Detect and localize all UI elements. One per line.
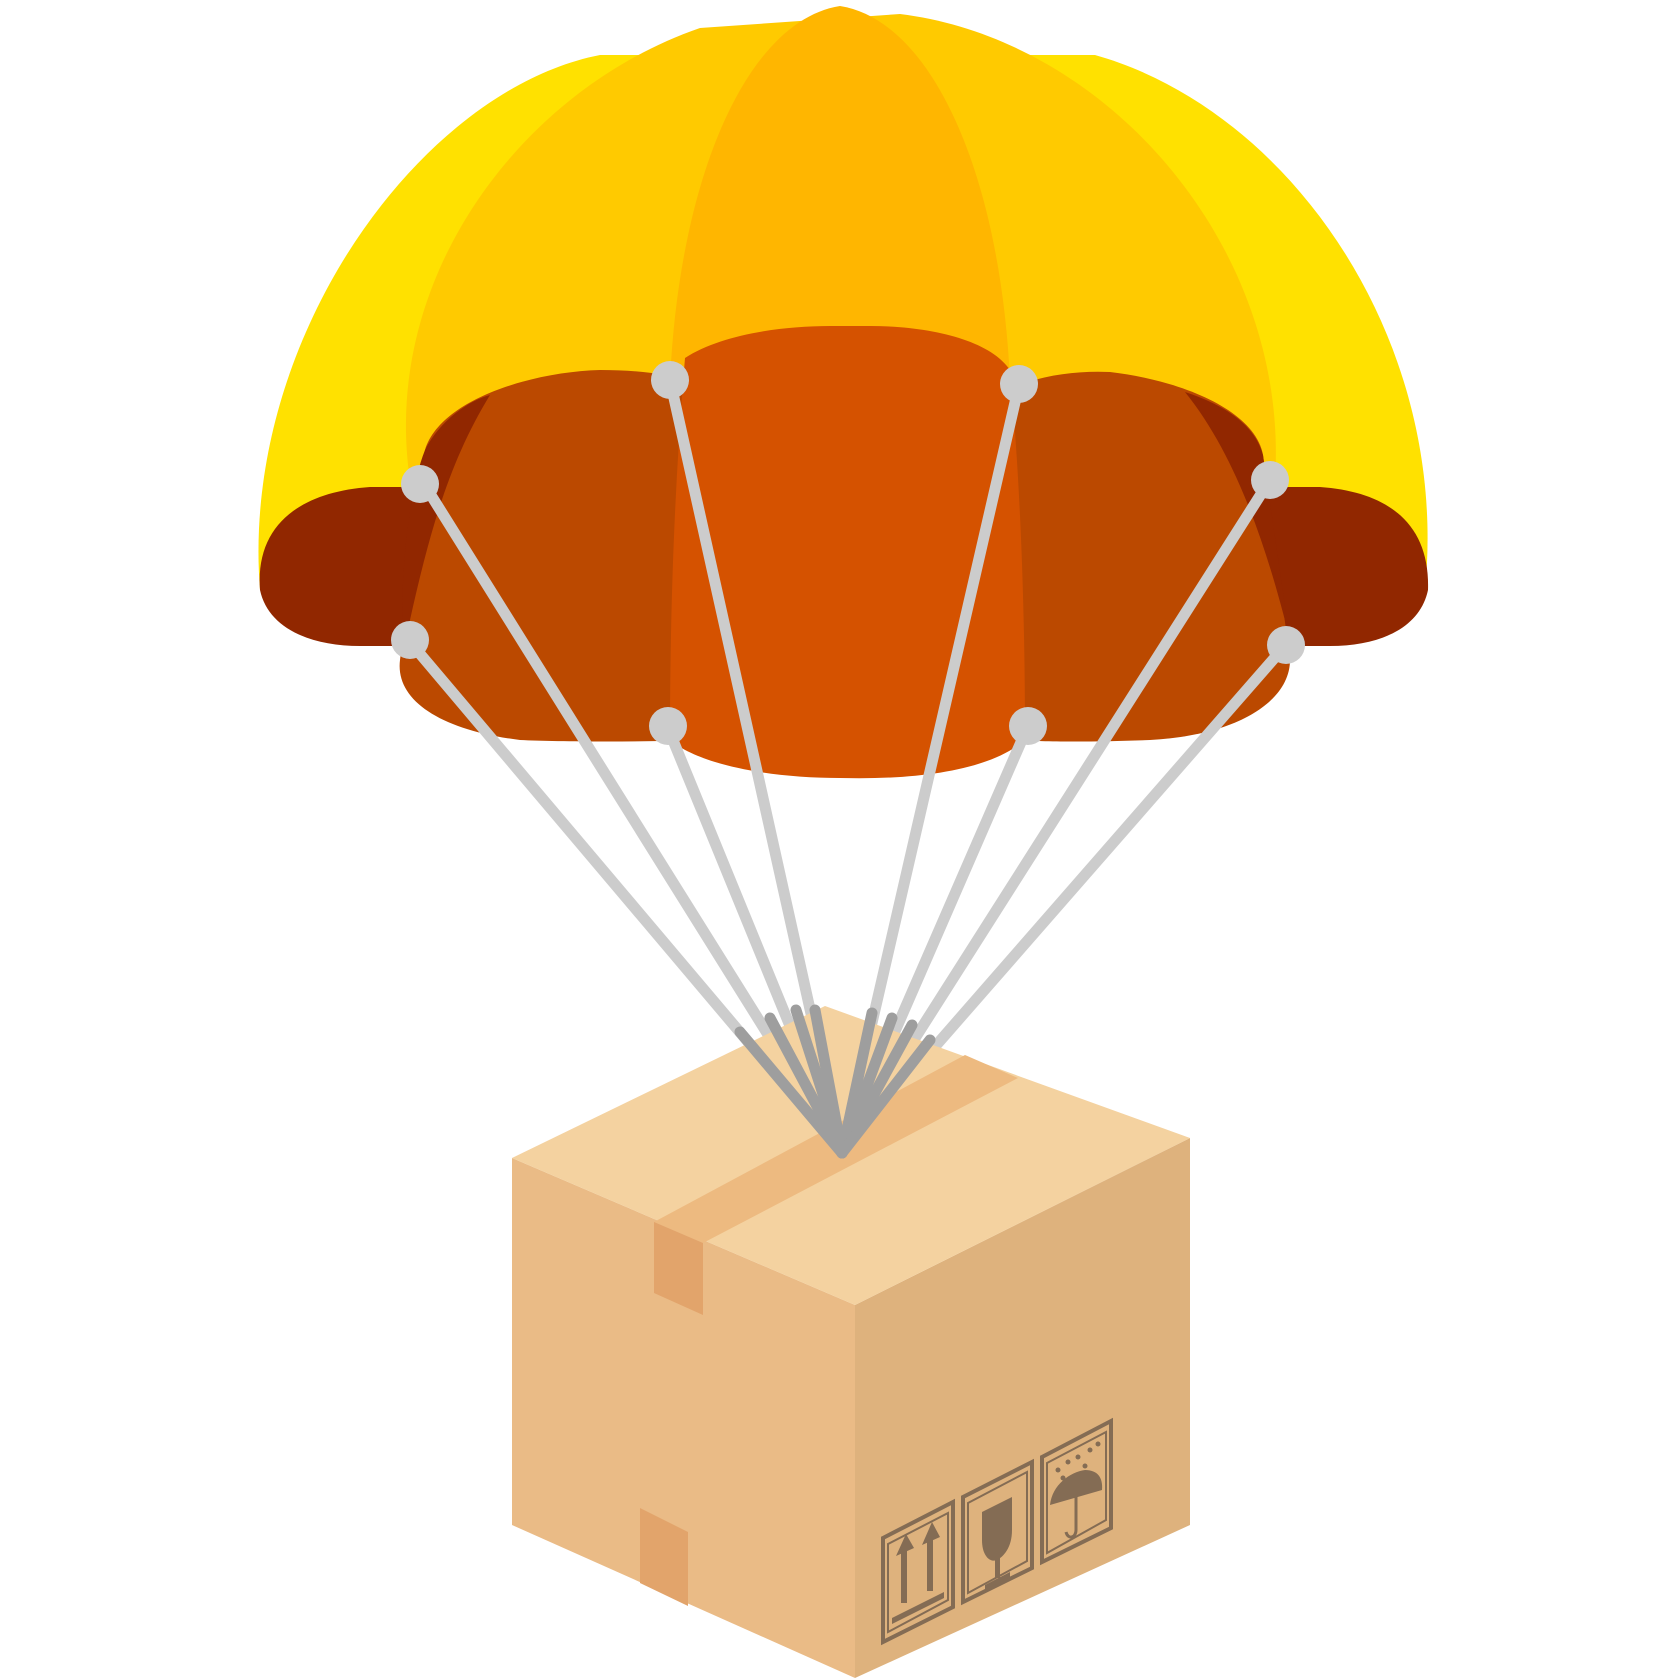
line-shadow-8 (836, 1034, 936, 1159)
handling-symbols (881, 1417, 1113, 1646)
underside-mid-left (399, 370, 720, 742)
knot-outer-left-low (391, 621, 429, 659)
underside-right-shadow (1185, 392, 1290, 640)
knot-outer-right-high (1251, 461, 1289, 499)
knot-inner-right-high (1000, 365, 1038, 403)
keep-dry-umbrella-icon (1040, 1417, 1113, 1566)
line-attachment-points (391, 361, 1305, 745)
knot-inner-left-low (649, 707, 687, 745)
canopy-underside (259, 326, 1429, 779)
underside-left-shadow (402, 395, 490, 660)
line-shadow-4 (809, 1004, 848, 1159)
box-right-face (855, 1138, 1190, 1678)
box-tape-side-lower (640, 1508, 688, 1606)
underside-left-lobe (259, 487, 420, 646)
box-left-face (512, 1158, 855, 1678)
canopy-top-panel (670, 6, 1010, 380)
knot-outer-left-high (401, 465, 439, 503)
underside-center-panel (670, 326, 1025, 779)
box-tape-side-upper (654, 1222, 703, 1315)
line-shadow-1 (734, 1026, 848, 1159)
this-way-up-icon (881, 1498, 955, 1646)
knot-outer-right-low (1267, 626, 1305, 664)
cardboard-box (512, 1006, 1190, 1678)
underside-mid-right (990, 371, 1290, 742)
suspension-lines-shadow (734, 1004, 936, 1159)
underside-right-lobe (1260, 487, 1429, 646)
fragile-glass-icon (961, 1458, 1034, 1606)
knot-inner-right-low (1009, 707, 1047, 745)
knot-inner-left-high (651, 361, 689, 399)
